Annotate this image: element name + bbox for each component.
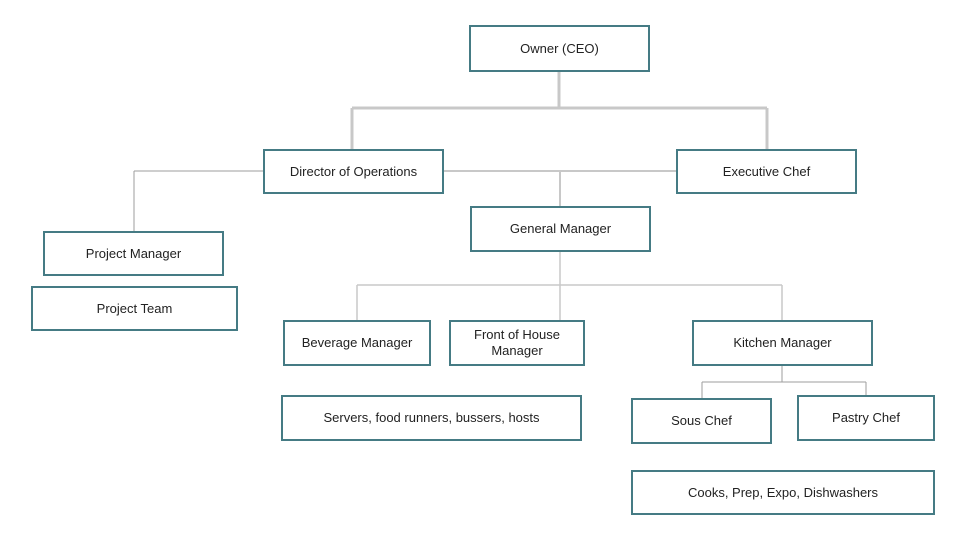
kitchen-manager-box: Kitchen Manager (692, 320, 873, 366)
owner-connector (350, 72, 769, 150)
beverage-manager-box: Beverage Manager (283, 320, 431, 366)
director-of-operations-box: Director of Operations (263, 149, 444, 194)
sous-chef-box: Sous Chef (631, 398, 772, 444)
general-manager-box: General Manager (470, 206, 651, 252)
general-manager-connector (356, 252, 783, 320)
pastry-chef-box: Pastry Chef (797, 395, 935, 441)
project-manager-box: Project Manager (43, 231, 224, 276)
owner-ceo-box: Owner (CEO) (469, 25, 650, 72)
kitchen-manager-connector (701, 366, 867, 398)
operations-chef-connector (444, 170, 676, 206)
servers-food-runners-bussers-hosts-box: Servers, food runners, bussers, hosts (281, 395, 582, 441)
executive-chef-box: Executive Chef (676, 149, 857, 194)
cooks-prep-expo-dishwashers-box: Cooks, Prep, Expo, Dishwashers (631, 470, 935, 515)
front-of-house-manager-box: Front of House Manager (449, 320, 585, 366)
project-team-box: Project Team (31, 286, 238, 331)
project-manager-connector (133, 170, 263, 231)
